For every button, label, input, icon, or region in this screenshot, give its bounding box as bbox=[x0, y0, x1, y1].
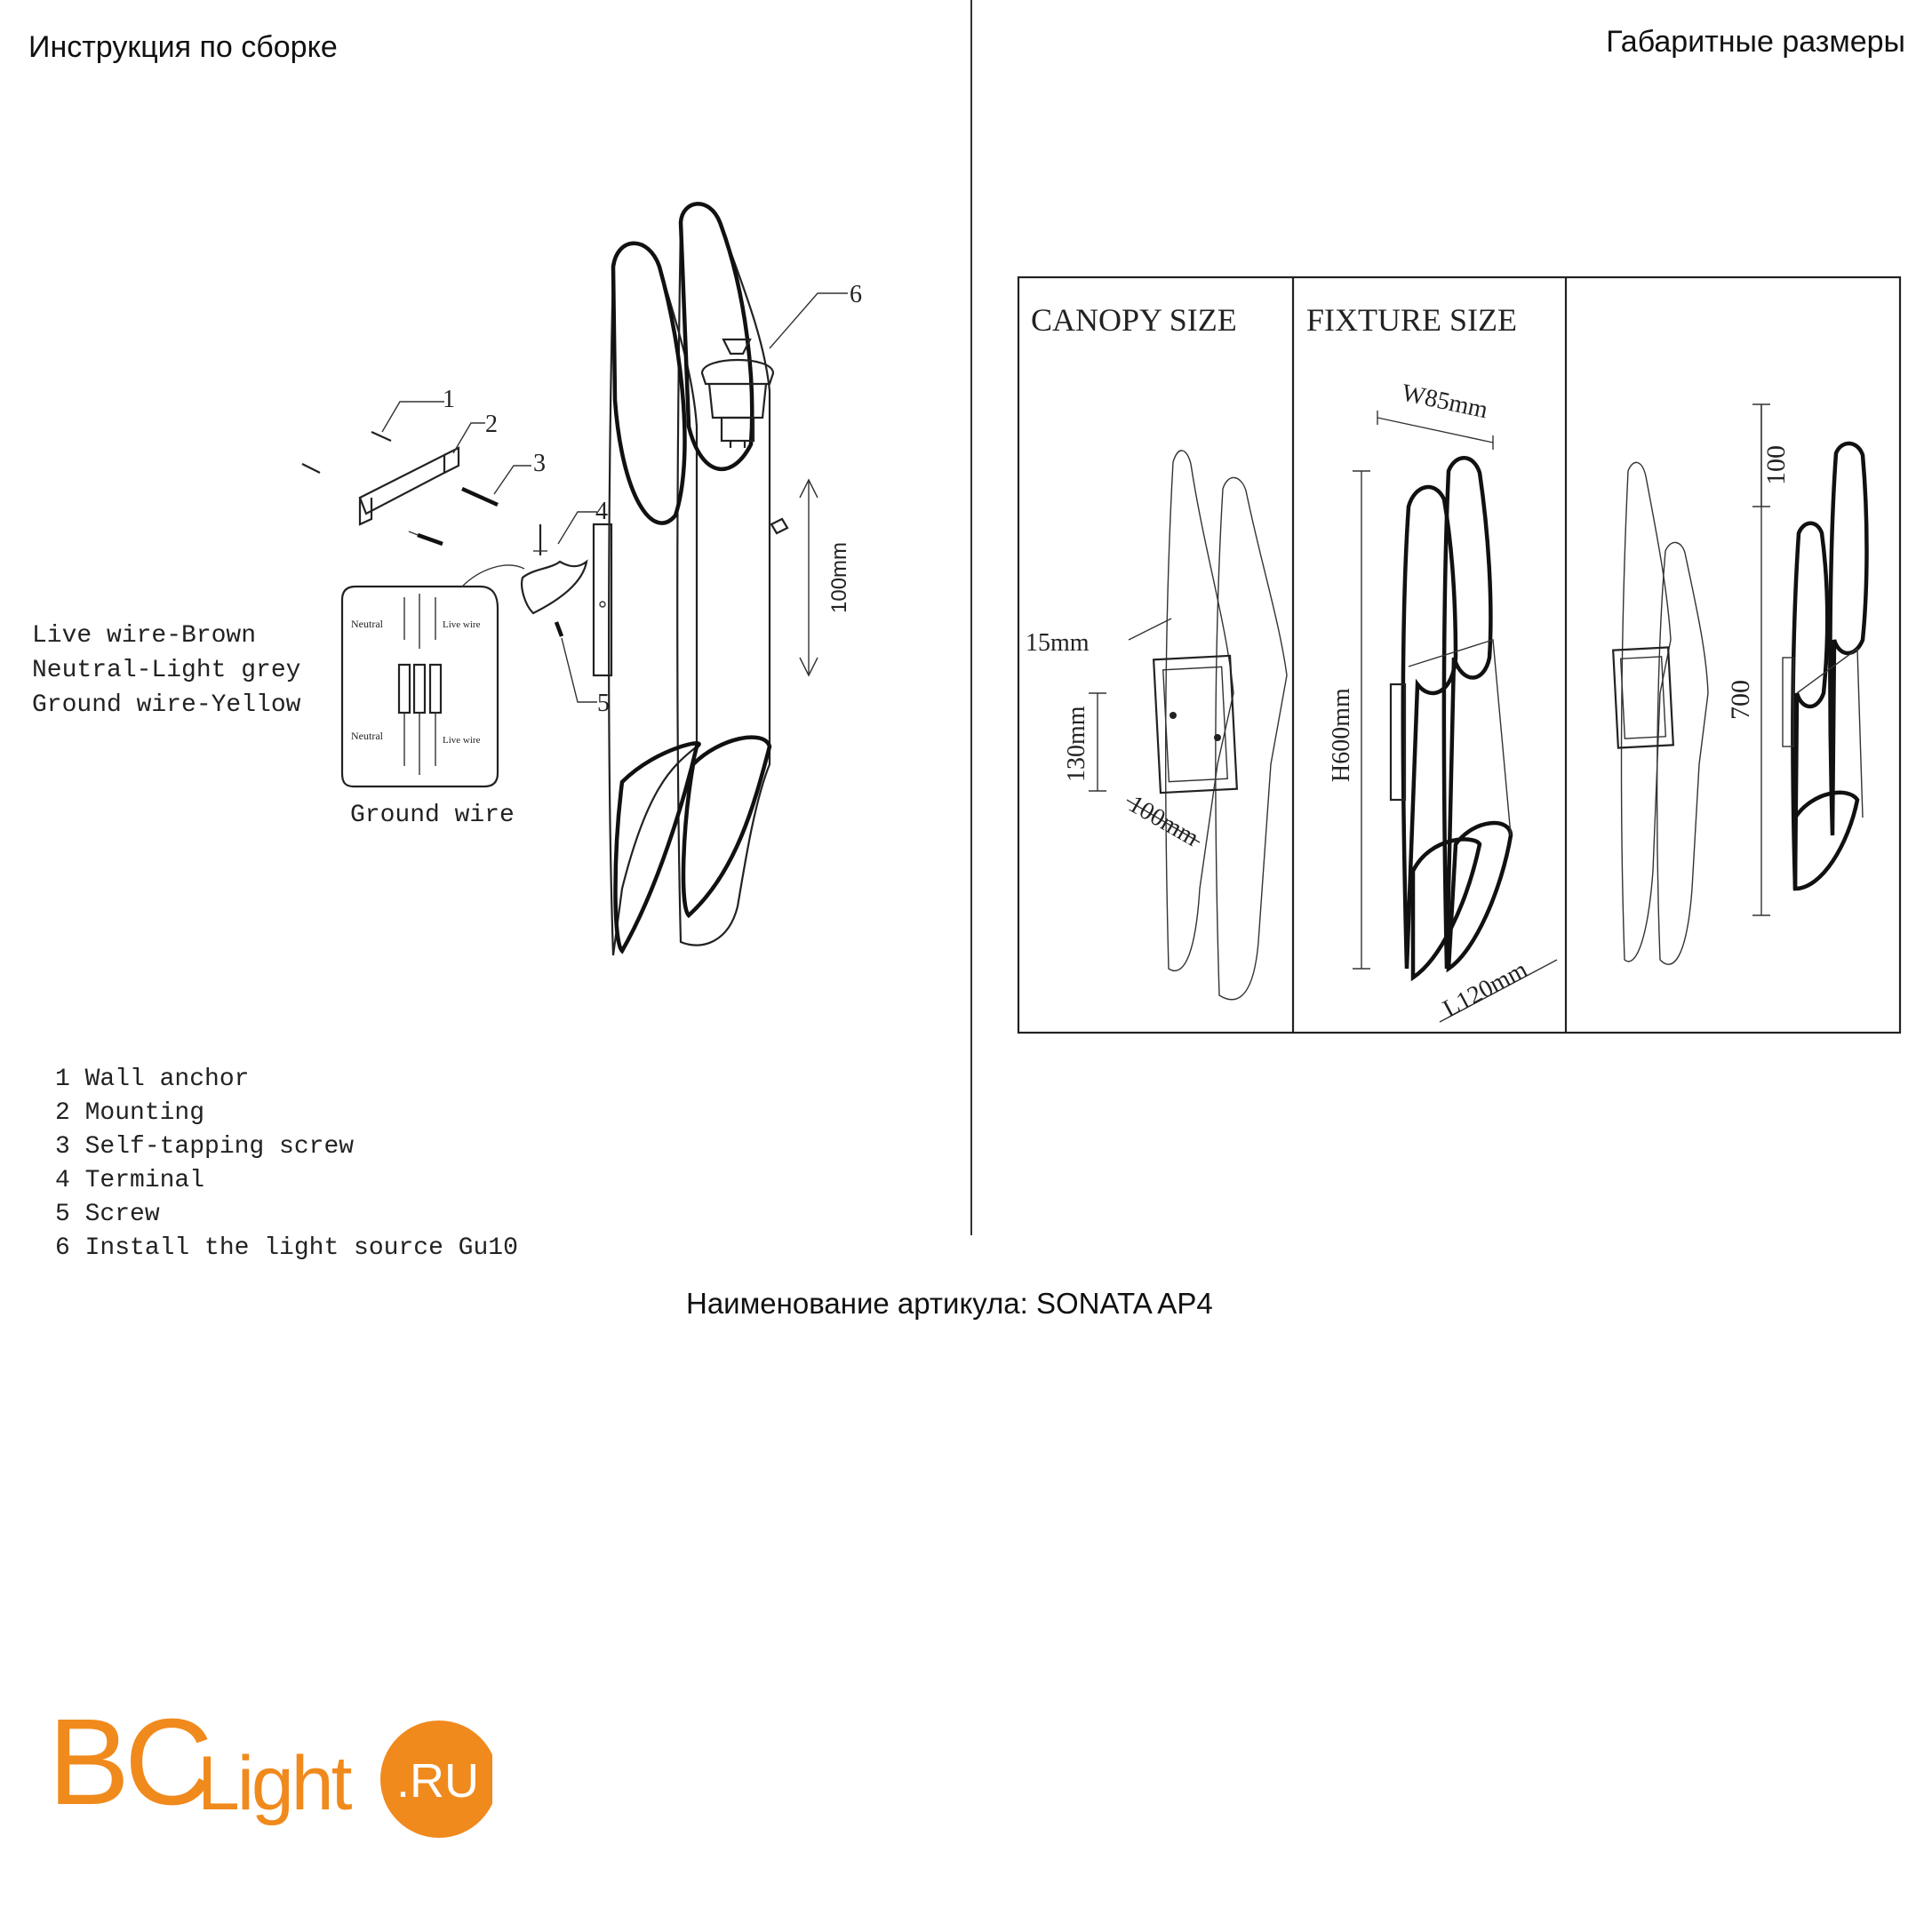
fixture-size-title: FIXTURE SIZE bbox=[1306, 302, 1517, 338]
wiring-neutral-bottom: Neutral bbox=[351, 730, 384, 742]
wiring-legend-neutral: Neutral-Light grey bbox=[32, 657, 301, 684]
parts-list: 1 Wall anchor 2 Mounting 3 Self-tapping … bbox=[55, 1063, 518, 1265]
canopy-depth-label: 15mm bbox=[1026, 629, 1090, 657]
assembly-diagram: 100mm 1 2 3 4 5 6 bbox=[301, 202, 862, 956]
logo-graphic: BC Light .RU bbox=[48, 1694, 498, 1838]
height-label: 100mm bbox=[827, 542, 851, 613]
ground-wire-label: Ground wire bbox=[350, 802, 515, 829]
wiring-legend-live: Live wire-Brown bbox=[32, 622, 257, 650]
logo-badge-circle bbox=[380, 1720, 498, 1838]
article-name: Наименование артикула: SONATA AP4 bbox=[686, 1287, 1213, 1320]
dimensions-diagram: CANOPY SIZE FIXTURE SIZE 15mm 130mm 100m… bbox=[1017, 275, 1902, 1034]
side-view-drawing bbox=[1612, 403, 1869, 965]
fixture-body-drawing bbox=[592, 202, 772, 956]
wiring-neutral-top: Neutral bbox=[351, 618, 384, 630]
part-item-1: 1 Wall anchor bbox=[55, 1066, 250, 1093]
mounting-bracket-drawing bbox=[301, 430, 499, 547]
side-top-label: 100 bbox=[1761, 445, 1791, 485]
canopy-drawing bbox=[1089, 450, 1288, 1001]
wiring-box bbox=[340, 564, 525, 788]
callout-leaders bbox=[381, 292, 848, 703]
part-item-6: 6 Install the light source Gu10 bbox=[55, 1234, 518, 1262]
screw-icon-right bbox=[770, 517, 789, 535]
fixture-width-label: W85mm bbox=[1400, 379, 1491, 425]
callout-1: 1 bbox=[443, 386, 455, 413]
wiring-legend: Live wire-Brown Neutral-Light grey Groun… bbox=[32, 619, 300, 723]
part-item-2: 2 Mounting bbox=[55, 1099, 205, 1127]
logo-badge: .RU bbox=[396, 1754, 479, 1808]
wiring-live-bottom: Live wire bbox=[443, 735, 481, 746]
logo-bc: BC bbox=[48, 1694, 209, 1831]
part-item-3: 3 Self-tapping screw bbox=[55, 1133, 355, 1161]
callout-3: 3 bbox=[533, 450, 546, 477]
wiring-legend-ground: Ground wire-Yellow bbox=[32, 691, 301, 719]
canopy-height-label: 130mm bbox=[1063, 706, 1090, 782]
dimensions-frame bbox=[1017, 275, 1902, 1034]
logo-light: Light bbox=[197, 1741, 353, 1826]
callout-6: 6 bbox=[850, 281, 862, 308]
overall-dimensions-title: Габаритные размеры bbox=[1606, 25, 1905, 59]
section-divider bbox=[970, 0, 972, 1235]
fixture-drawing bbox=[1353, 411, 1558, 1023]
assembly-instructions-title: Инструкция по сборке bbox=[28, 30, 338, 64]
part-item-5: 5 Screw bbox=[55, 1201, 160, 1228]
callout-4: 4 bbox=[595, 498, 608, 525]
canopy-size-title: CANOPY SIZE bbox=[1031, 302, 1237, 338]
fixture-height-label: H600mm bbox=[1328, 688, 1355, 782]
side-total-label: 700 bbox=[1726, 680, 1755, 720]
callout-2: 2 bbox=[485, 411, 498, 438]
terminal-drawing bbox=[521, 524, 588, 637]
callout-5: 5 bbox=[597, 690, 610, 717]
wiring-live-top: Live wire bbox=[443, 619, 481, 630]
height-arrow bbox=[799, 478, 818, 677]
part-item-4: 4 Terminal bbox=[55, 1167, 205, 1194]
bclight-logo: BC Light .RU bbox=[48, 1689, 498, 1840]
canopy-width-label: 100mm bbox=[1124, 790, 1204, 852]
gu10-lamp-drawing bbox=[700, 338, 775, 448]
